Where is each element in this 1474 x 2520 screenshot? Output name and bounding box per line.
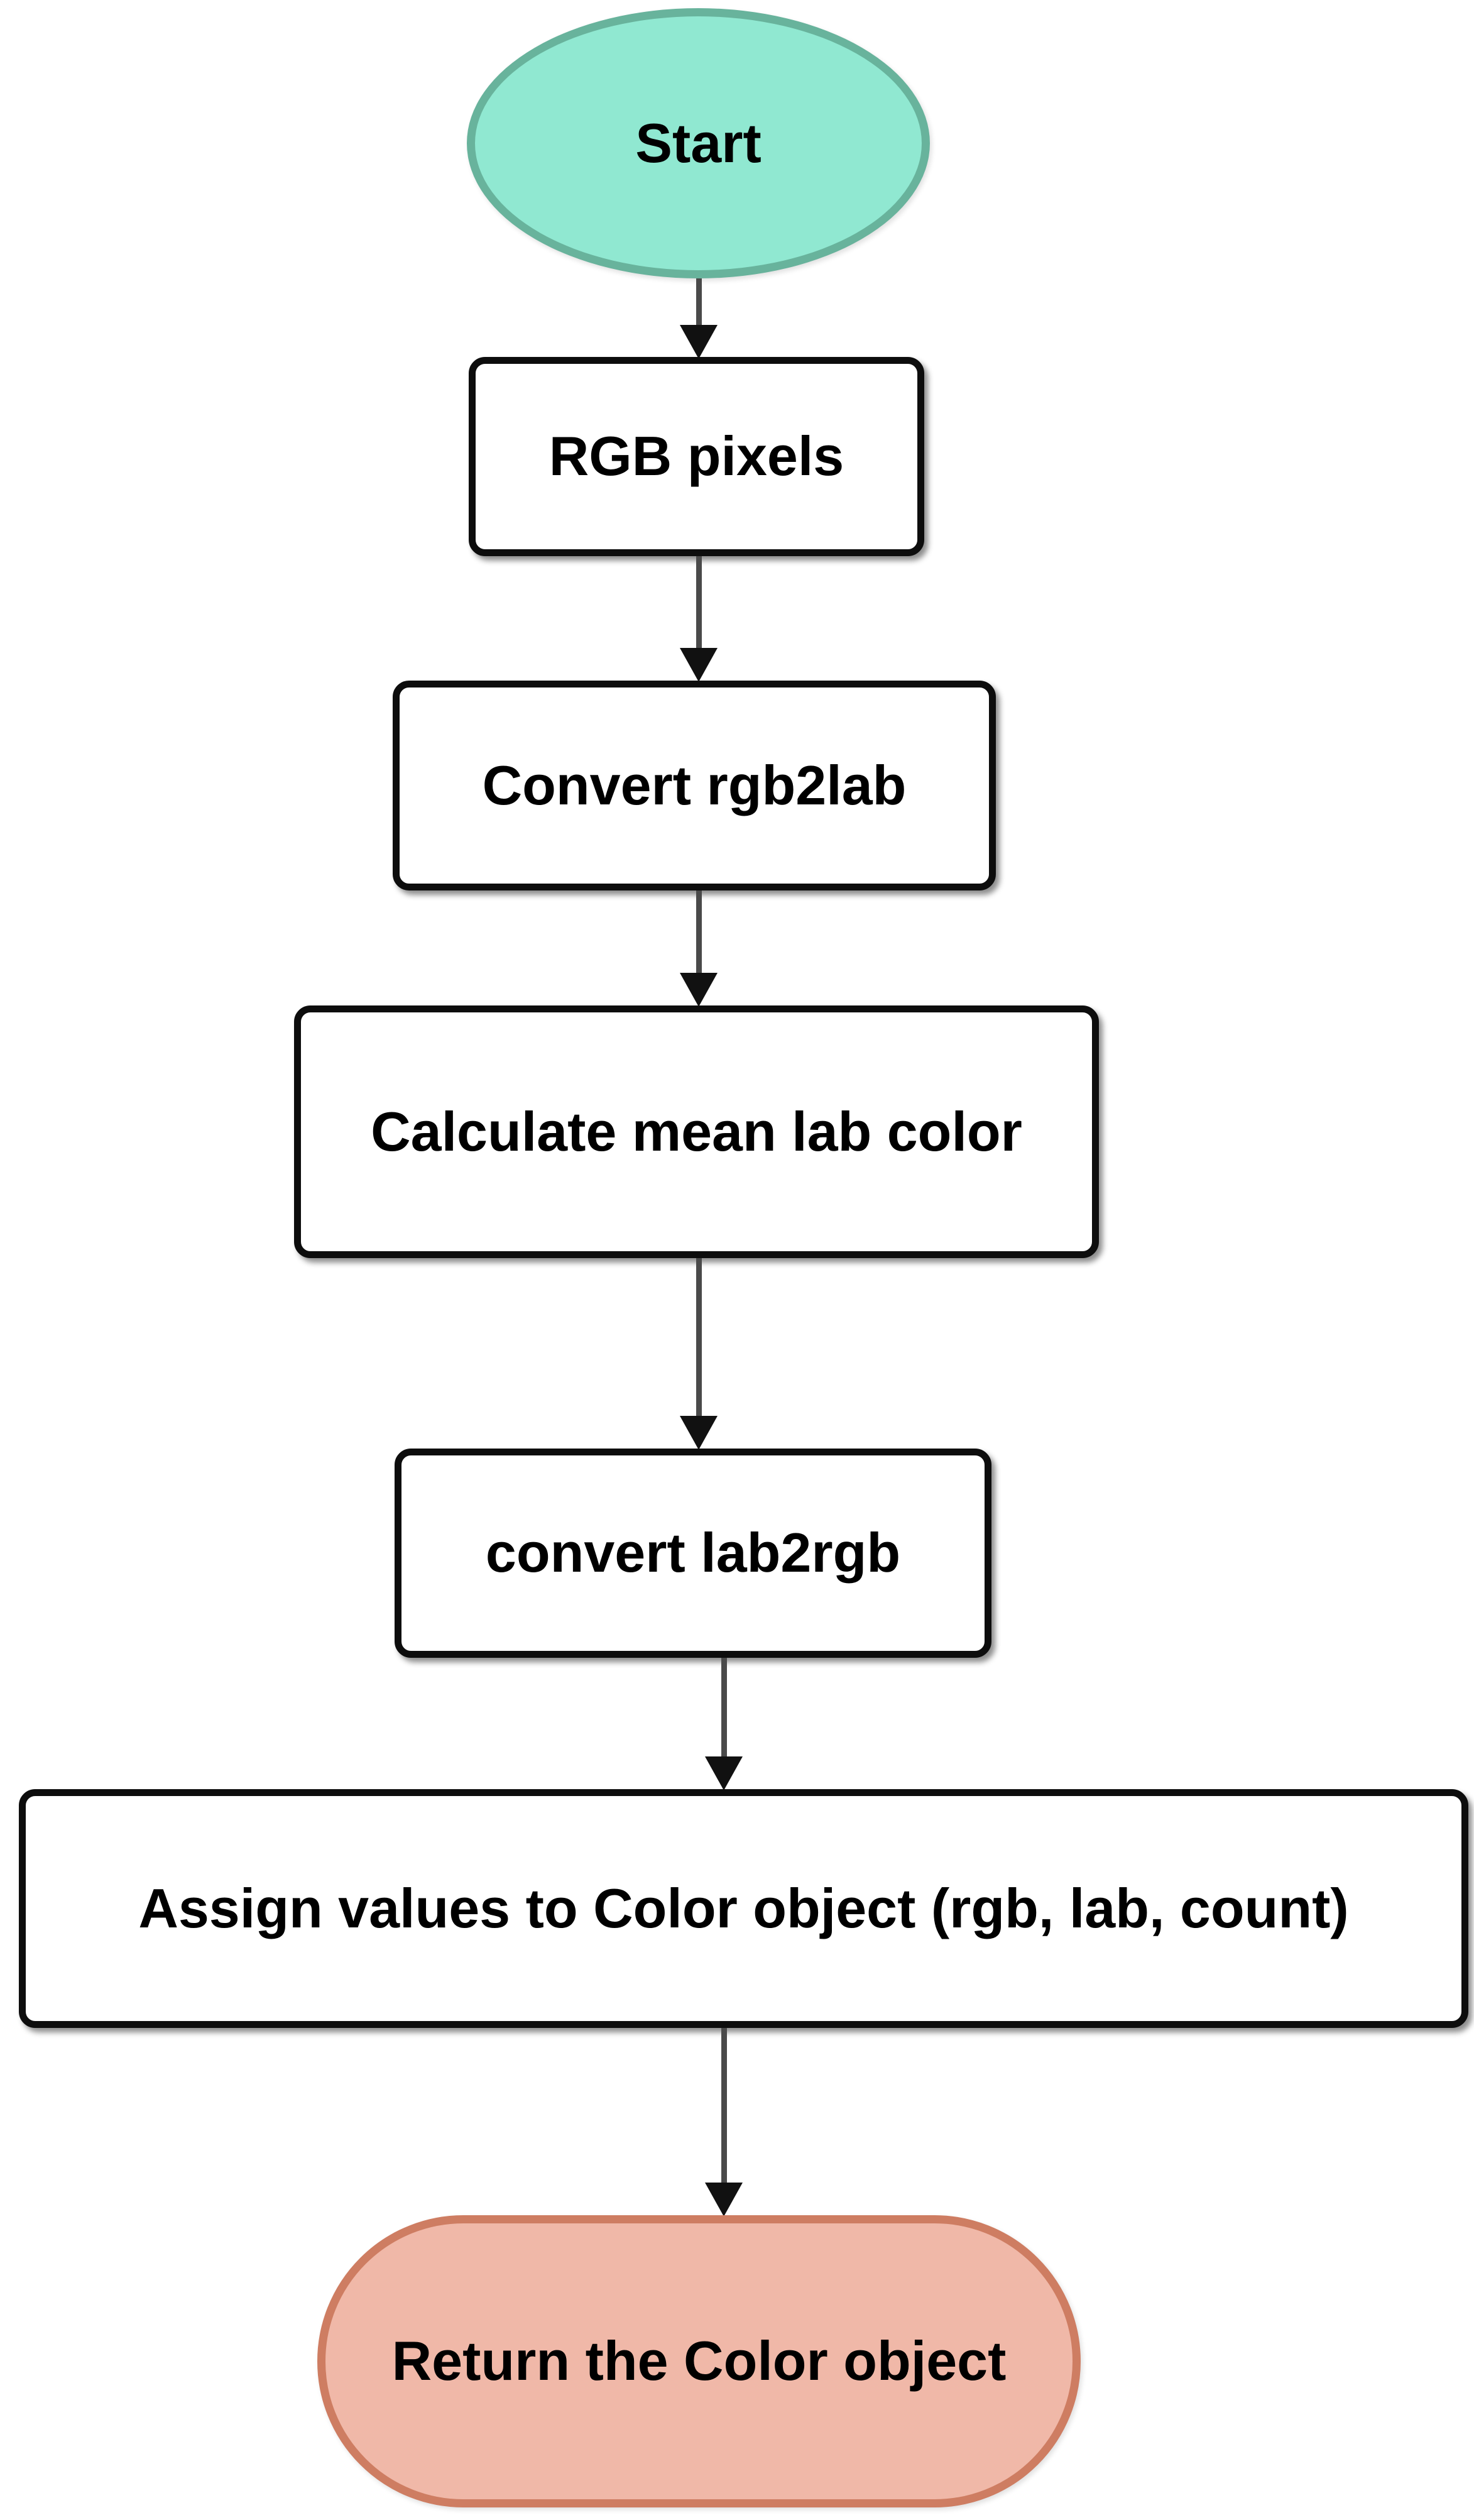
- arrow-line: [696, 556, 702, 650]
- arrowhead-down-icon: [705, 2183, 743, 2216]
- node-convert-lab2rgb-label: convert lab2rgb: [485, 1521, 901, 1584]
- node-rgb-pixels-label: RGB pixels: [549, 425, 844, 488]
- node-convert-rgb2lab-label: Convert rgb2lab: [482, 753, 907, 816]
- node-assign-values: Assign values to Color object (rgb, lab,…: [19, 1789, 1468, 2028]
- arrow-calculate-mean-to-convert-lab2rgb: [679, 1258, 719, 1450]
- arrow-start-to-rgb-pixels: [679, 278, 719, 359]
- arrowhead-down-icon: [680, 325, 718, 359]
- arrowhead-down-icon: [680, 973, 718, 1007]
- node-start-label: Start: [635, 111, 762, 174]
- arrowhead-down-icon: [680, 1416, 718, 1450]
- node-return-color-object-label: Return the Color object: [391, 2330, 1007, 2392]
- node-rgb-pixels: RGB pixels: [469, 357, 924, 556]
- node-convert-lab2rgb: convert lab2rgb: [395, 1449, 991, 1658]
- node-return-color-object: Return the Color object: [317, 2215, 1081, 2507]
- arrow-line: [721, 1658, 727, 1759]
- arrow-line: [721, 2028, 727, 2185]
- arrowhead-down-icon: [680, 648, 718, 682]
- arrow-convert-lab2rgb-to-assign-values: [704, 1658, 744, 1790]
- arrow-line: [696, 890, 702, 975]
- arrowhead-down-icon: [705, 1756, 743, 1790]
- node-assign-values-label: Assign values to Color object (rgb, lab,…: [138, 1876, 1349, 1939]
- arrow-assign-values-to-return: [704, 2028, 744, 2216]
- node-start: Start: [467, 8, 930, 278]
- arrow-rgb-pixels-to-convert-rgb2lab: [679, 556, 719, 682]
- node-calculate-mean-lab-color-label: Calculate mean lab color: [371, 1100, 1022, 1163]
- arrow-convert-rgb2lab-to-calculate-mean: [679, 890, 719, 1007]
- node-calculate-mean-lab-color: Calculate mean lab color: [294, 1005, 1099, 1258]
- arrow-line: [696, 278, 702, 327]
- node-convert-rgb2lab: Convert rgb2lab: [393, 681, 996, 890]
- arrow-line: [696, 1258, 702, 1418]
